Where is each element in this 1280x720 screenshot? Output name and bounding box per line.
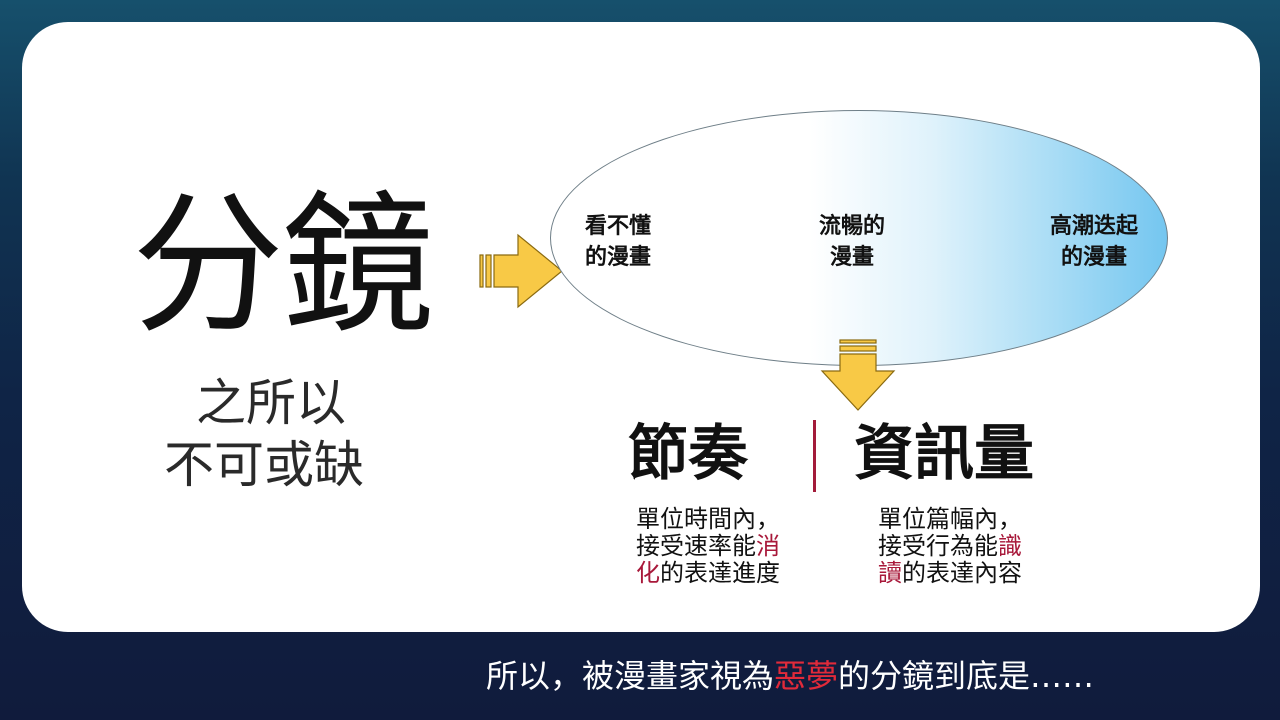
ellipse-label-climactic: 高潮迭起 的漫畫 bbox=[1049, 213, 1138, 270]
down-arrow-icon bbox=[820, 339, 896, 411]
subtitle-line-2: 不可或缺 bbox=[164, 436, 364, 494]
term-information: 資訊量 bbox=[854, 419, 1034, 489]
main-title: 分鏡 bbox=[132, 177, 434, 354]
right-arrow-icon bbox=[479, 233, 563, 309]
term-divider bbox=[813, 420, 816, 492]
rhythm-description: 單位時間內， 接受速率能消 化的表達進度 bbox=[636, 505, 780, 587]
information-description: 單位篇幅內， 接受行為能識 讀的表達內容 bbox=[878, 505, 1022, 587]
footer-caption: 所以，被漫畫家視為惡夢的分鏡到底是…… bbox=[486, 657, 1095, 695]
ellipse-label-smooth: 流暢的 漫畫 bbox=[818, 213, 885, 270]
ellipse-label-unreadable: 看不懂 的漫畫 bbox=[584, 213, 651, 270]
subtitle-line-1: 之所以 bbox=[196, 374, 346, 432]
term-rhythm: 節奏 bbox=[628, 419, 748, 489]
reading-spectrum-ellipse bbox=[550, 110, 1168, 366]
